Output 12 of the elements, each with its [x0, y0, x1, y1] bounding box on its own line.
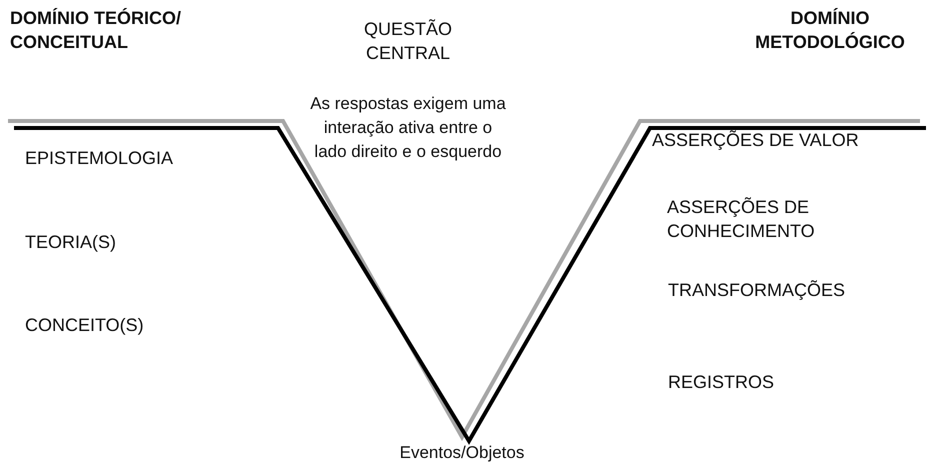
- item-label: REGISTROS: [668, 371, 776, 394]
- item-label: ASSERÇÕES DE VALOR: [652, 129, 860, 152]
- item-label: CONCEITO(S): [25, 314, 145, 337]
- question-heading: QUESTÃO CENTRAL: [362, 18, 453, 65]
- item-label: TEORIA(S): [25, 231, 118, 254]
- item-label: ASSERÇÕES DE CONHECIMENTO: [667, 196, 816, 243]
- question-text: As respostas exigem uma interação ativa entre o lado direito e o esquerdo: [309, 93, 507, 163]
- item-label: EPISTEMOLOGIA: [25, 147, 174, 170]
- base-label: Eventos/Objetos: [398, 442, 526, 464]
- domain-heading: DOMÍNIO METODOLÓGICO: [754, 7, 906, 54]
- item-label: TRANSFORMAÇÕES: [668, 279, 846, 302]
- domain-heading: DOMÍNIO TEÓRICO/ CONCEITUAL: [10, 7, 182, 54]
